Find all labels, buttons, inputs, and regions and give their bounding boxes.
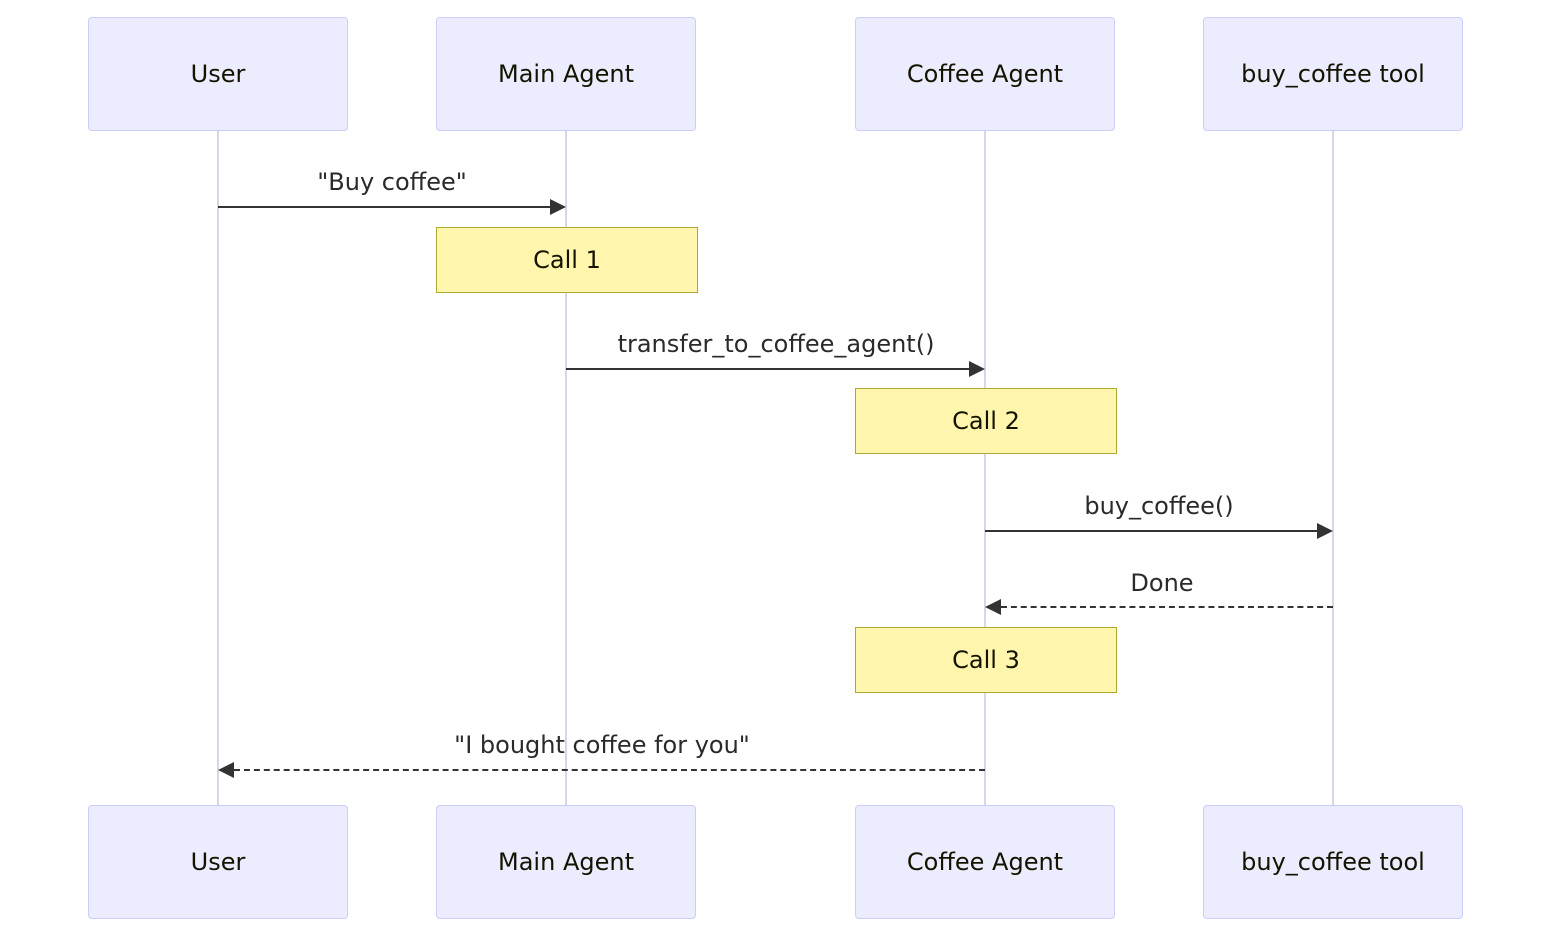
note-label: Call 1 (533, 246, 601, 274)
lifeline-user (217, 131, 219, 805)
lifeline-main-agent (565, 131, 567, 805)
message-label-transfer: transfer_to_coffee_agent() (617, 330, 935, 358)
lifeline-buy-coffee-tool (1332, 131, 1334, 805)
message-label-buy-coffee-call: buy_coffee() (1084, 492, 1234, 520)
arrowhead-right-icon (1317, 523, 1333, 539)
participant-label: Main Agent (498, 60, 634, 88)
lifeline-coffee-agent (984, 131, 986, 805)
participant-label: User (190, 60, 246, 88)
message-arrow-buy-coffee (218, 206, 550, 208)
participant-label: Coffee Agent (906, 60, 1064, 88)
note-call-2: Call 2 (855, 388, 1117, 454)
note-label: Call 2 (952, 407, 1020, 435)
message-label-done: Done (1130, 569, 1194, 597)
participant-bottom-coffee-agent: Coffee Agent (855, 805, 1115, 919)
participant-label: Coffee Agent (906, 848, 1064, 876)
participant-top-user: User (88, 17, 348, 131)
message-label-buy-coffee: "Buy coffee" (317, 168, 467, 196)
message-arrow-bought-coffee (234, 769, 985, 771)
participant-bottom-buy-coffee-tool: buy_coffee tool (1203, 805, 1463, 919)
arrowhead-right-icon (550, 199, 566, 215)
participant-label: buy_coffee tool (1241, 60, 1425, 88)
participant-top-coffee-agent: Coffee Agent (855, 17, 1115, 131)
participant-label: Main Agent (498, 848, 634, 876)
participant-top-main-agent: Main Agent (436, 17, 696, 131)
message-arrow-done (1001, 606, 1333, 608)
participant-label: buy_coffee tool (1241, 848, 1425, 876)
message-arrow-buy-coffee-call (985, 530, 1317, 532)
message-label-bought-coffee: "I bought coffee for you" (454, 731, 750, 759)
note-label: Call 3 (952, 646, 1020, 674)
note-call-3: Call 3 (855, 627, 1117, 693)
participant-bottom-user: User (88, 805, 348, 919)
participant-top-buy-coffee-tool: buy_coffee tool (1203, 17, 1463, 131)
arrowhead-left-icon (985, 599, 1001, 615)
arrowhead-right-icon (969, 361, 985, 377)
participant-bottom-main-agent: Main Agent (436, 805, 696, 919)
arrowhead-left-icon (218, 762, 234, 778)
note-call-1: Call 1 (436, 227, 698, 293)
message-arrow-transfer (566, 368, 969, 370)
participant-label: User (190, 848, 246, 876)
